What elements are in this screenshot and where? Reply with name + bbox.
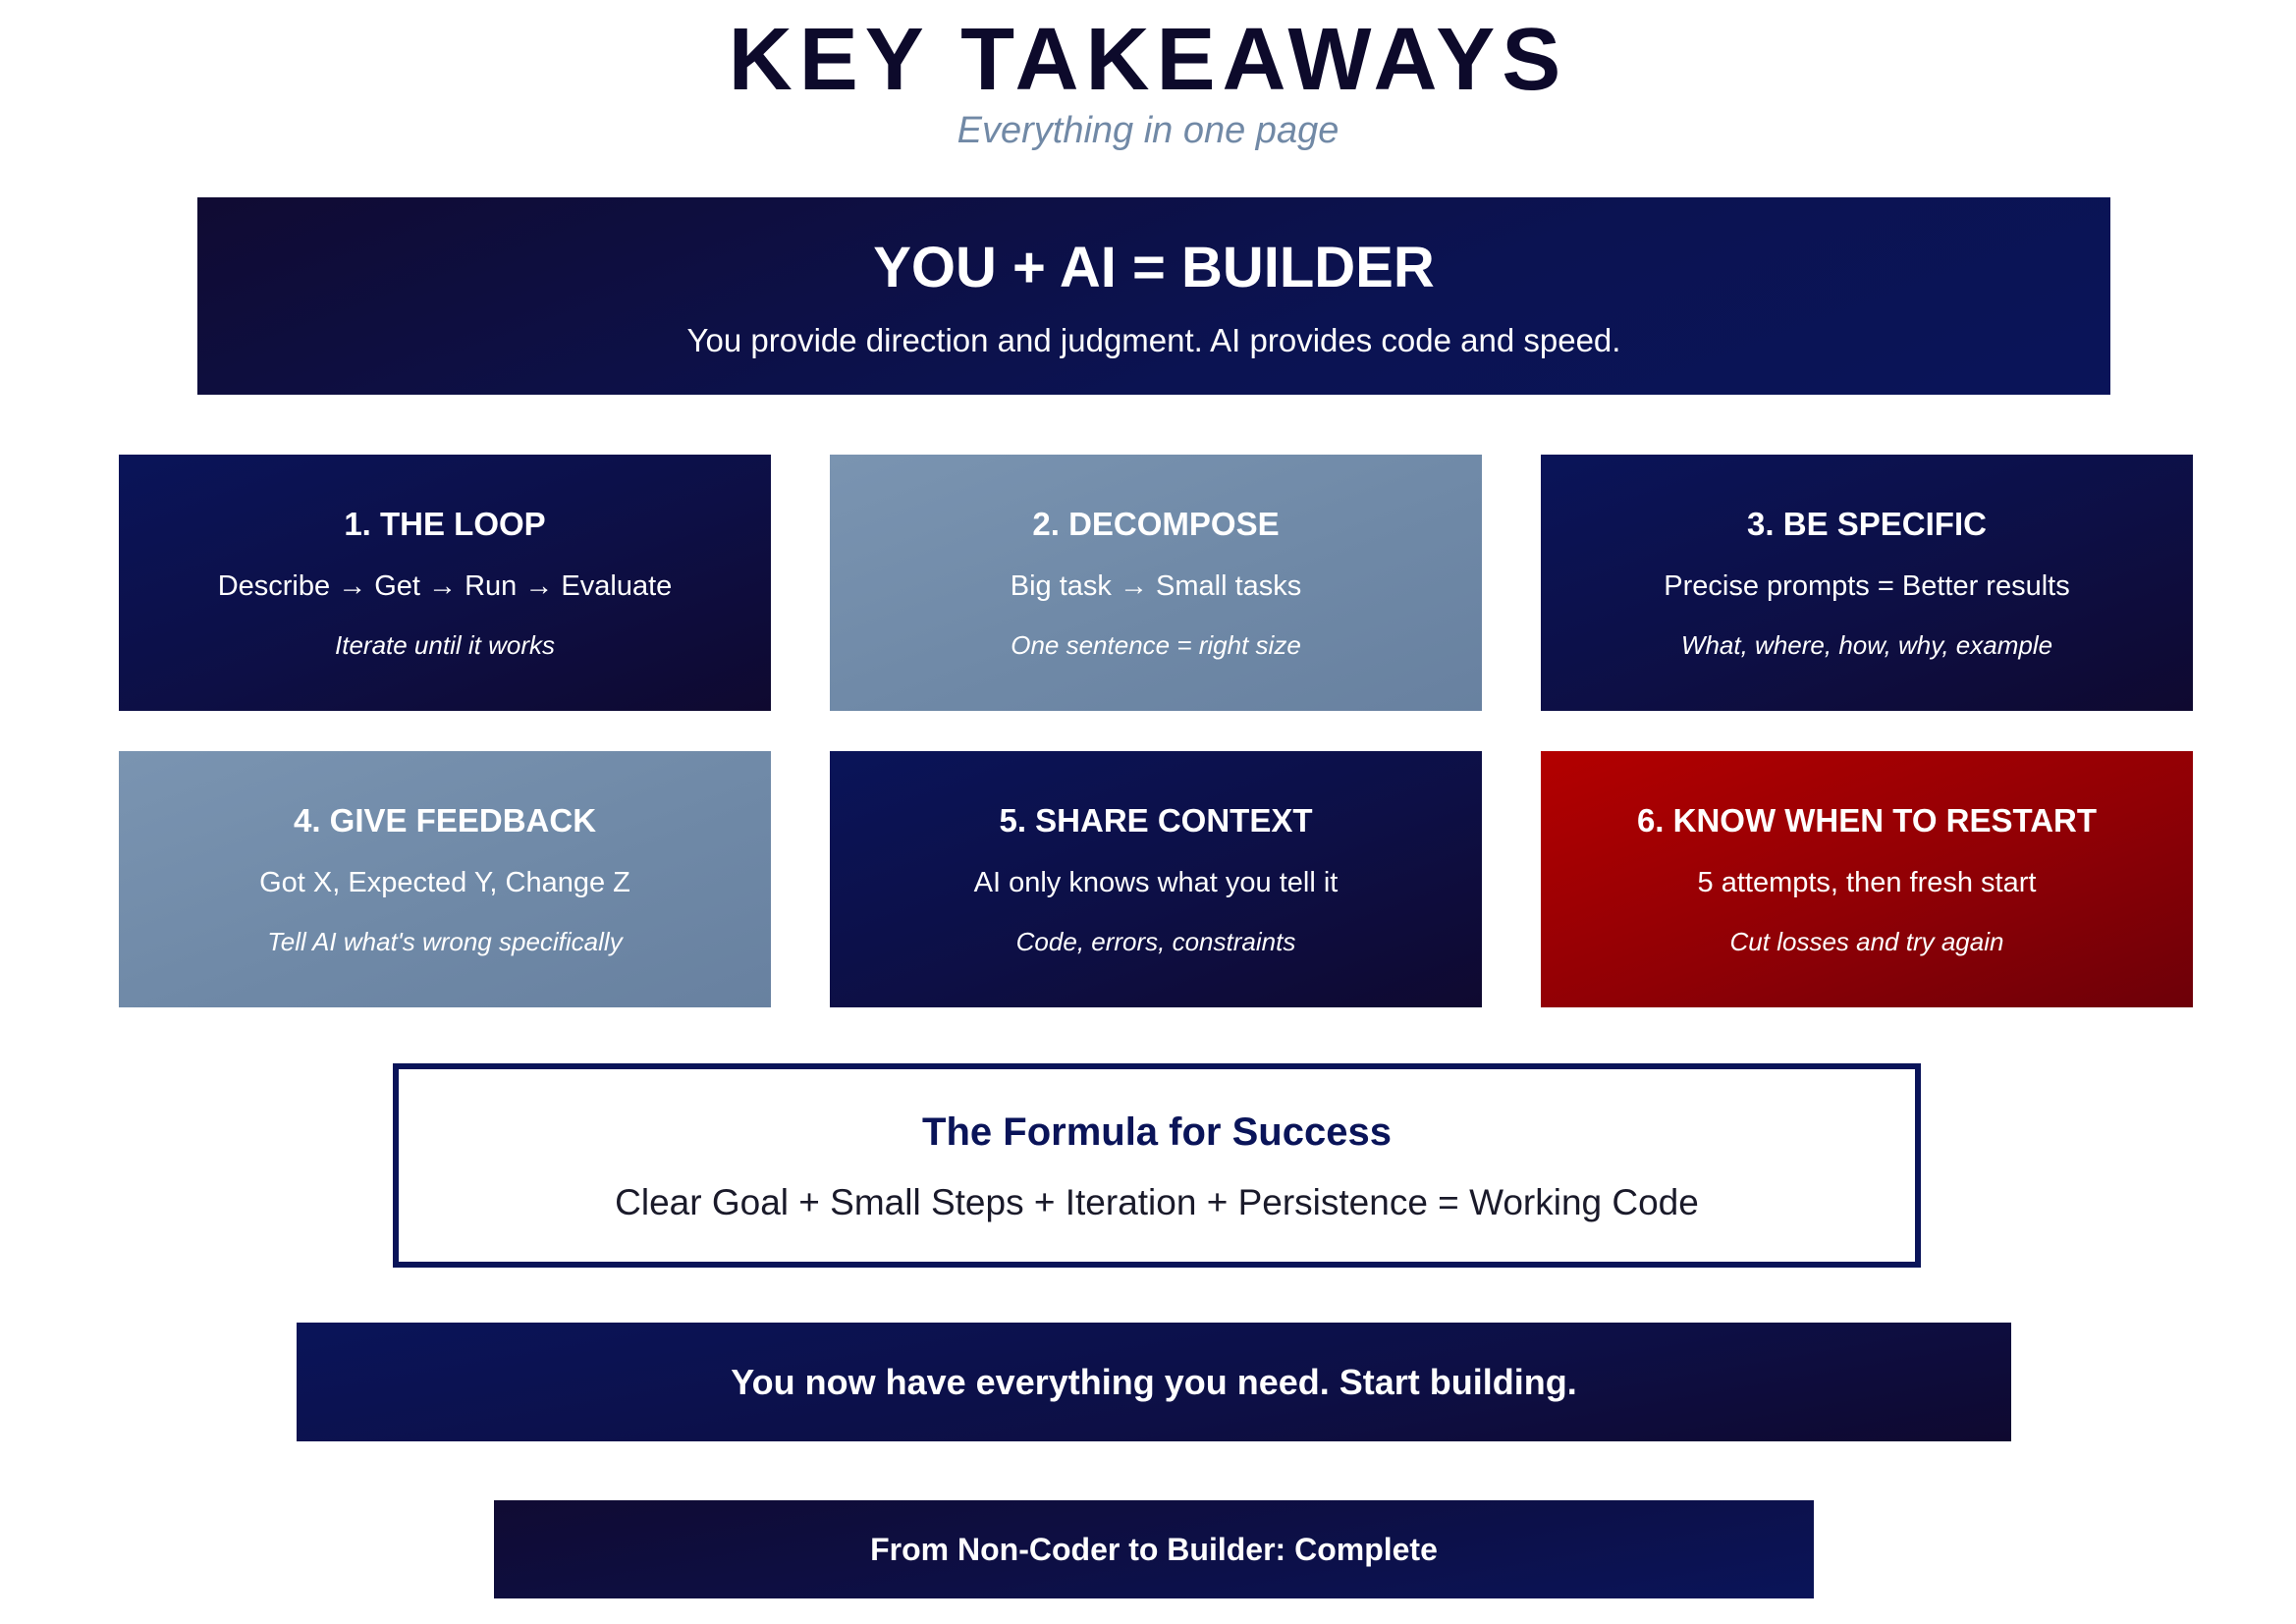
card-description: Big task → Small tasks	[1010, 570, 1302, 602]
card-description: Got X, Expected Y, Change Z	[259, 867, 630, 898]
card-description: 5 attempts, then fresh start	[1697, 867, 2037, 898]
page-subtitle: Everything in one page	[957, 110, 1339, 151]
formula-equation: Clear Goal + Small Steps + Iteration + P…	[615, 1182, 1699, 1222]
card-title: 4. GIVE FEEDBACK	[293, 802, 597, 839]
card-note: Iterate until it works	[335, 630, 555, 660]
takeaway-card-context: 5. SHARE CONTEXT AI only knows what you …	[830, 751, 1482, 1007]
takeaway-card-decompose: 2. DECOMPOSE Big task → Small tasks One …	[830, 455, 1482, 711]
card-note: Cut losses and try again	[1729, 927, 2004, 956]
takeaway-card-restart: 6. KNOW WHEN TO RESTART 5 attempts, then…	[1541, 751, 2193, 1007]
card-description: AI only knows what you tell it	[973, 867, 1339, 898]
takeaway-card-loop: 1. THE LOOP Describe → Get → Run → Evalu…	[119, 455, 771, 711]
card-title: 2. DECOMPOSE	[1032, 506, 1280, 542]
card-note: Code, errors, constraints	[1015, 927, 1296, 956]
card-title: 6. KNOW WHEN TO RESTART	[1636, 802, 2098, 839]
card-note: One sentence = right size	[1011, 630, 1301, 660]
card-description: Describe → Get → Run → Evaluate	[217, 570, 673, 602]
hero-heading: YOU + AI = BUILDER	[873, 236, 1435, 299]
takeaway-card-be-specific: 3. BE SPECIFIC Precise prompts = Better …	[1541, 455, 2193, 711]
card-note: What, where, how, why, example	[1680, 630, 2053, 660]
completion-footer: From Non-Coder to Builder: Complete	[494, 1500, 1814, 1598]
card-title: 3. BE SPECIFIC	[1747, 506, 1987, 542]
takeaway-card-feedback: 4. GIVE FEEDBACK Got X, Expected Y, Chan…	[119, 751, 771, 1007]
card-title: 5. SHARE CONTEXT	[999, 802, 1313, 839]
formula-title: The Formula for Success	[922, 1110, 1392, 1154]
card-description: Precise prompts = Better results	[1664, 570, 2070, 602]
formula-box: The Formula for Success Clear Goal + Sma…	[393, 1063, 1921, 1268]
page-title: KEY TAKEAWAYS	[728, 11, 1568, 109]
card-note: Tell AI what's wrong specifically	[267, 927, 623, 956]
card-title: 1. THE LOOP	[344, 506, 546, 542]
call-to-action-banner: You now have everything you need. Start …	[297, 1323, 2011, 1441]
hero-subtext: You provide direction and judgment. AI p…	[686, 322, 1621, 358]
hero-banner: YOU + AI = BUILDER You provide direction…	[197, 197, 2110, 395]
